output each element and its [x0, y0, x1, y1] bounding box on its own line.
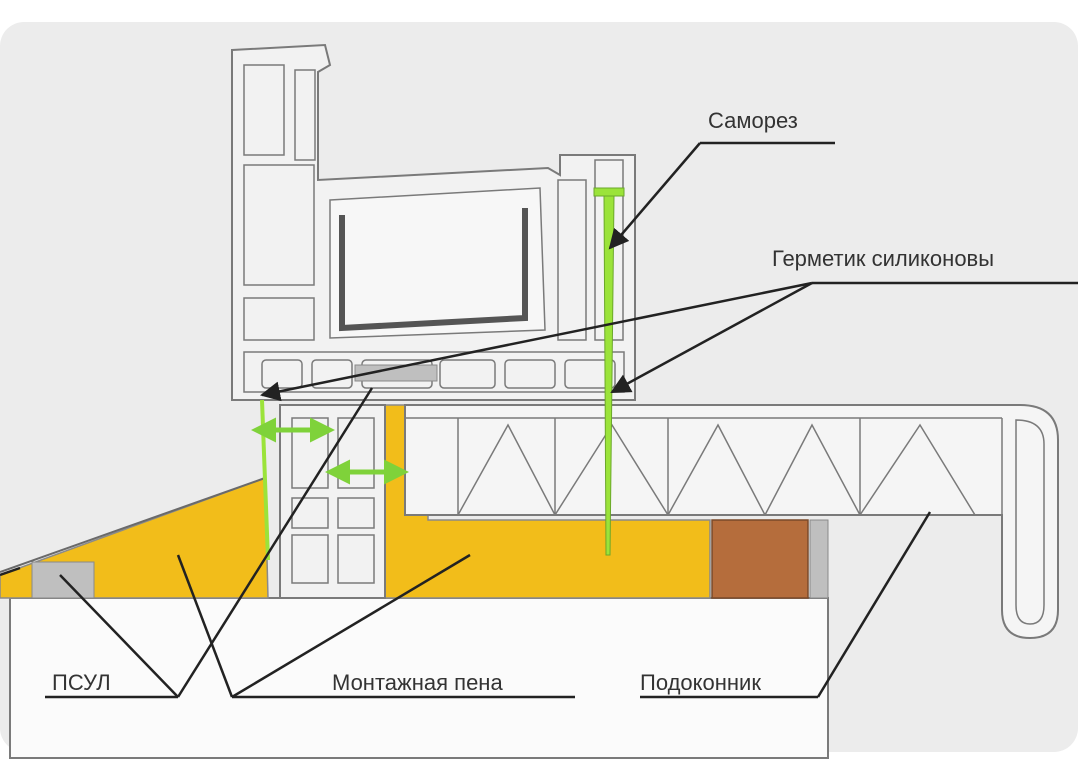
screw [593, 187, 625, 556]
window-sill [404, 404, 1059, 640]
label-foam: Монтажная пена [332, 670, 503, 695]
slope-line [0, 477, 266, 573]
wall-base [9, 597, 829, 759]
label-sill: Подоконник [640, 670, 761, 695]
window-frame-profile [231, 43, 636, 401]
psul-tape-left [31, 561, 95, 599]
label-screw: Саморез [708, 108, 798, 133]
stand-profile [279, 404, 386, 599]
foam-expansion-arrows [251, 417, 409, 485]
label-sealant: Герметик силиконовы [772, 246, 994, 271]
label-psul: ПСУЛ [52, 670, 111, 695]
wood-block [711, 519, 809, 599]
leader-lines [0, 141, 1078, 699]
psul-tape-right [809, 519, 829, 599]
